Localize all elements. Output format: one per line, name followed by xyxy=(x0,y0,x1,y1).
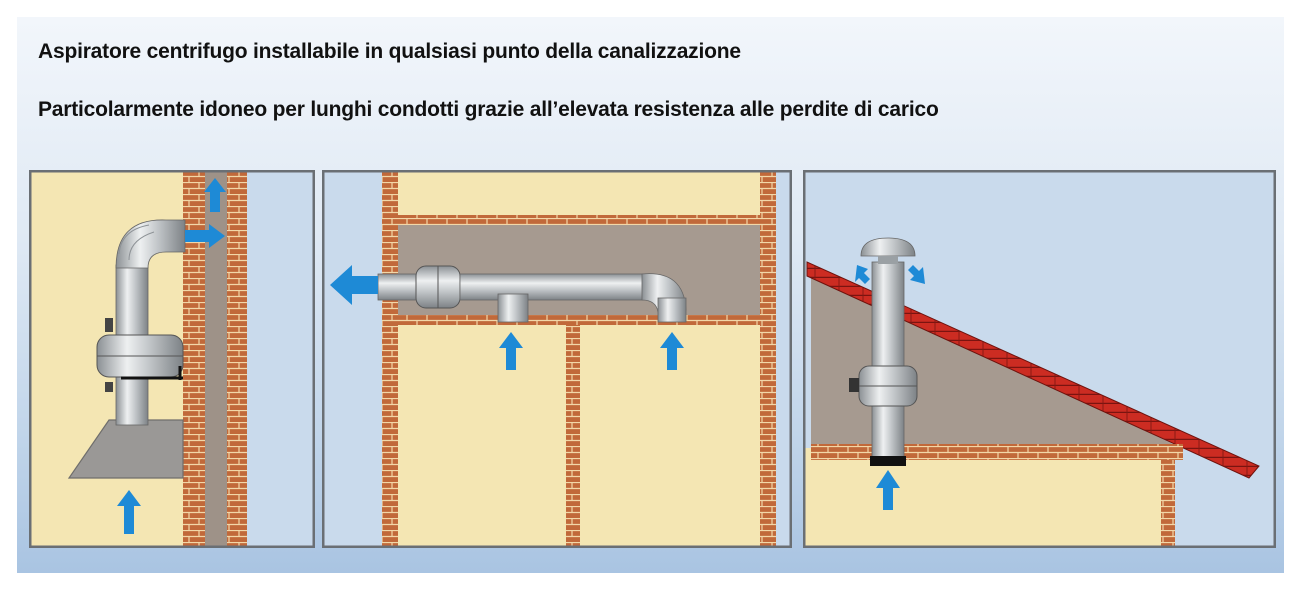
roof-cowl xyxy=(860,237,916,257)
false-ceiling xyxy=(398,315,766,325)
airflow-arrow-icon xyxy=(876,470,900,510)
upper-slab xyxy=(398,215,766,225)
headline-installation: Aspiratore centrifugo installabile in qu… xyxy=(38,40,741,63)
roof-tiles xyxy=(806,261,1260,479)
brick-wall-right xyxy=(760,170,776,548)
airflow-arrow-icon xyxy=(499,332,523,370)
brick-wall-left xyxy=(382,170,398,548)
centrifugal-fan-icon xyxy=(415,265,461,309)
attic-floor xyxy=(811,444,1183,460)
duct-elbow xyxy=(115,219,186,269)
headline-pressure-loss: Particolarmente idoneo per lunghi condot… xyxy=(38,98,939,121)
panel-ceiling-installation xyxy=(322,170,792,548)
interior-room xyxy=(803,448,1175,548)
brick-wall xyxy=(1161,460,1175,548)
exterior-sky xyxy=(245,170,315,548)
brick-wall-inner xyxy=(183,170,205,548)
airflow-arrow-icon xyxy=(330,265,378,305)
outlet-duct xyxy=(377,273,419,301)
panel-hood-installation xyxy=(29,170,315,548)
panel-roof-installation xyxy=(803,170,1276,548)
ceiling-grille-inlet xyxy=(657,297,687,323)
duct-collar xyxy=(870,456,906,466)
partition-wall xyxy=(566,325,580,548)
vertical-duct xyxy=(871,261,905,465)
ceiling-grille-inlet xyxy=(497,293,529,323)
flue-cavity xyxy=(205,170,227,548)
airflow-arrow-icon xyxy=(204,178,226,212)
airflow-arrow-icon xyxy=(117,490,141,534)
centrifugal-fan-icon xyxy=(96,318,184,392)
wall-bracket xyxy=(121,366,183,380)
airflow-arrow-icon xyxy=(908,265,925,284)
airflow-arrow-icon xyxy=(855,265,870,284)
airflow-arrow-icon xyxy=(660,332,684,370)
horizontal-duct xyxy=(459,273,653,301)
brick-wall-outer xyxy=(227,170,247,548)
centrifugal-fan-icon xyxy=(849,365,918,407)
airflow-arrow-icon xyxy=(185,224,225,248)
kitchen-hood xyxy=(67,419,184,479)
